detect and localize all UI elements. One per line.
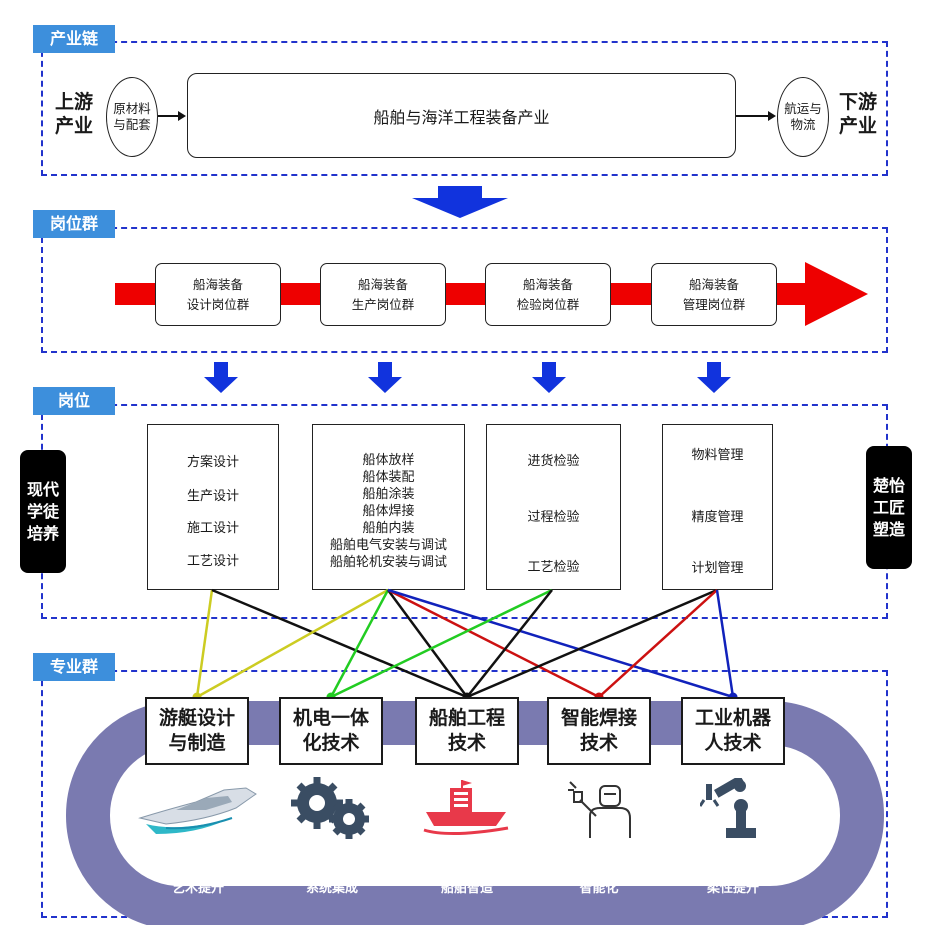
upstream-oval: 原材料 与配套 [106,77,158,157]
down-arrow-1 [204,362,238,393]
post-group-inspection: 船海装备 检验岗位群 [485,263,611,326]
post-item: 船体装配 [362,470,415,485]
bottom-label-art: 船海装备 艺术提升 [171,863,224,896]
down-arrow-3 [532,362,566,393]
apprenticeship-tag: 现代 学徒 培养 [20,450,66,573]
post-group-section [41,227,888,353]
major-industrial-robot: 工业机器 人技术 [681,697,785,765]
post-group-production: 船海装备 生产岗位群 [320,263,446,326]
post-item: 过程检验 [527,510,580,525]
post-item: 船舶电气安装与调试 [329,538,447,553]
post-group-tag: 岗位群 [33,210,115,238]
major-yacht-design: 游艇设计 与制造 [145,697,249,765]
post-box-design: 方案设计 生产设计 施工设计 工艺设计 [147,424,279,590]
robot-arm-icon [700,778,756,838]
post-item: 精度管理 [691,510,744,525]
industry-chain-section [41,41,888,176]
post-box-production: 船体放样 船体装配 船舶涂装 船体焊接 船舶内装 船舶电气安装与调试 船舶轮机安… [312,424,465,590]
post-group-design: 船海装备 设计岗位群 [155,263,281,326]
craftsman-tag: 楚怡 工匠 塑造 [866,446,912,569]
post-item: 工艺设计 [186,554,239,569]
downstream-label: 下游 产业 [838,91,877,137]
major-mechatronics: 机电一体 化技术 [279,697,383,765]
major-ship-engineering: 船舶工程 技术 [415,697,519,765]
post-item: 计划管理 [691,561,744,576]
downstream-oval: 航运与 物流 [777,77,829,157]
section-down-arrow [412,186,508,218]
post-item: 船舶轮机安装与调试 [329,555,447,570]
bottom-label-flexible: 制造过程 柔性提升 [706,863,759,896]
post-tag: 岗位 [33,387,115,415]
post-item: 进货检验 [527,454,580,469]
ship-icon [423,780,509,836]
bottom-label-lean: 精益造船 船舶智造 [440,863,493,896]
down-arrow-2 [368,362,402,393]
bottom-label-integration: 制造单元 系统集成 [305,863,358,896]
post-item: 船体焊接 [362,504,415,519]
post-item: 方案设计 [186,455,239,470]
down-arrow-4 [697,362,731,393]
upstream-label: 上游 产业 [54,91,93,137]
post-item: 船体放样 [362,453,415,468]
major-smart-welding: 智能焊接 技术 [547,697,651,765]
post-box-management: 物料管理 精度管理 计划管理 [662,424,773,590]
welder-icon [568,781,631,838]
main-industry-box: 船舶与海洋工程装备产业 [187,73,736,158]
post-box-inspection: 进货检验 过程检验 工艺检验 [486,424,621,590]
post-item: 生产设计 [186,489,239,504]
major-group-tag: 专业群 [33,653,115,681]
bottom-label-smart-hull: 船体制造 智能化 [572,863,625,896]
post-item: 船舶内装 [362,521,415,536]
post-group-management: 船海装备 管理岗位群 [651,263,777,326]
yacht-icon [138,787,257,834]
post-item: 工艺检验 [527,560,580,575]
gears-icon [291,777,369,839]
post-item: 施工设计 [186,521,239,536]
post-item: 物料管理 [691,448,744,463]
post-item: 船舶涂装 [362,487,415,502]
industry-chain-tag: 产业链 [33,25,115,53]
